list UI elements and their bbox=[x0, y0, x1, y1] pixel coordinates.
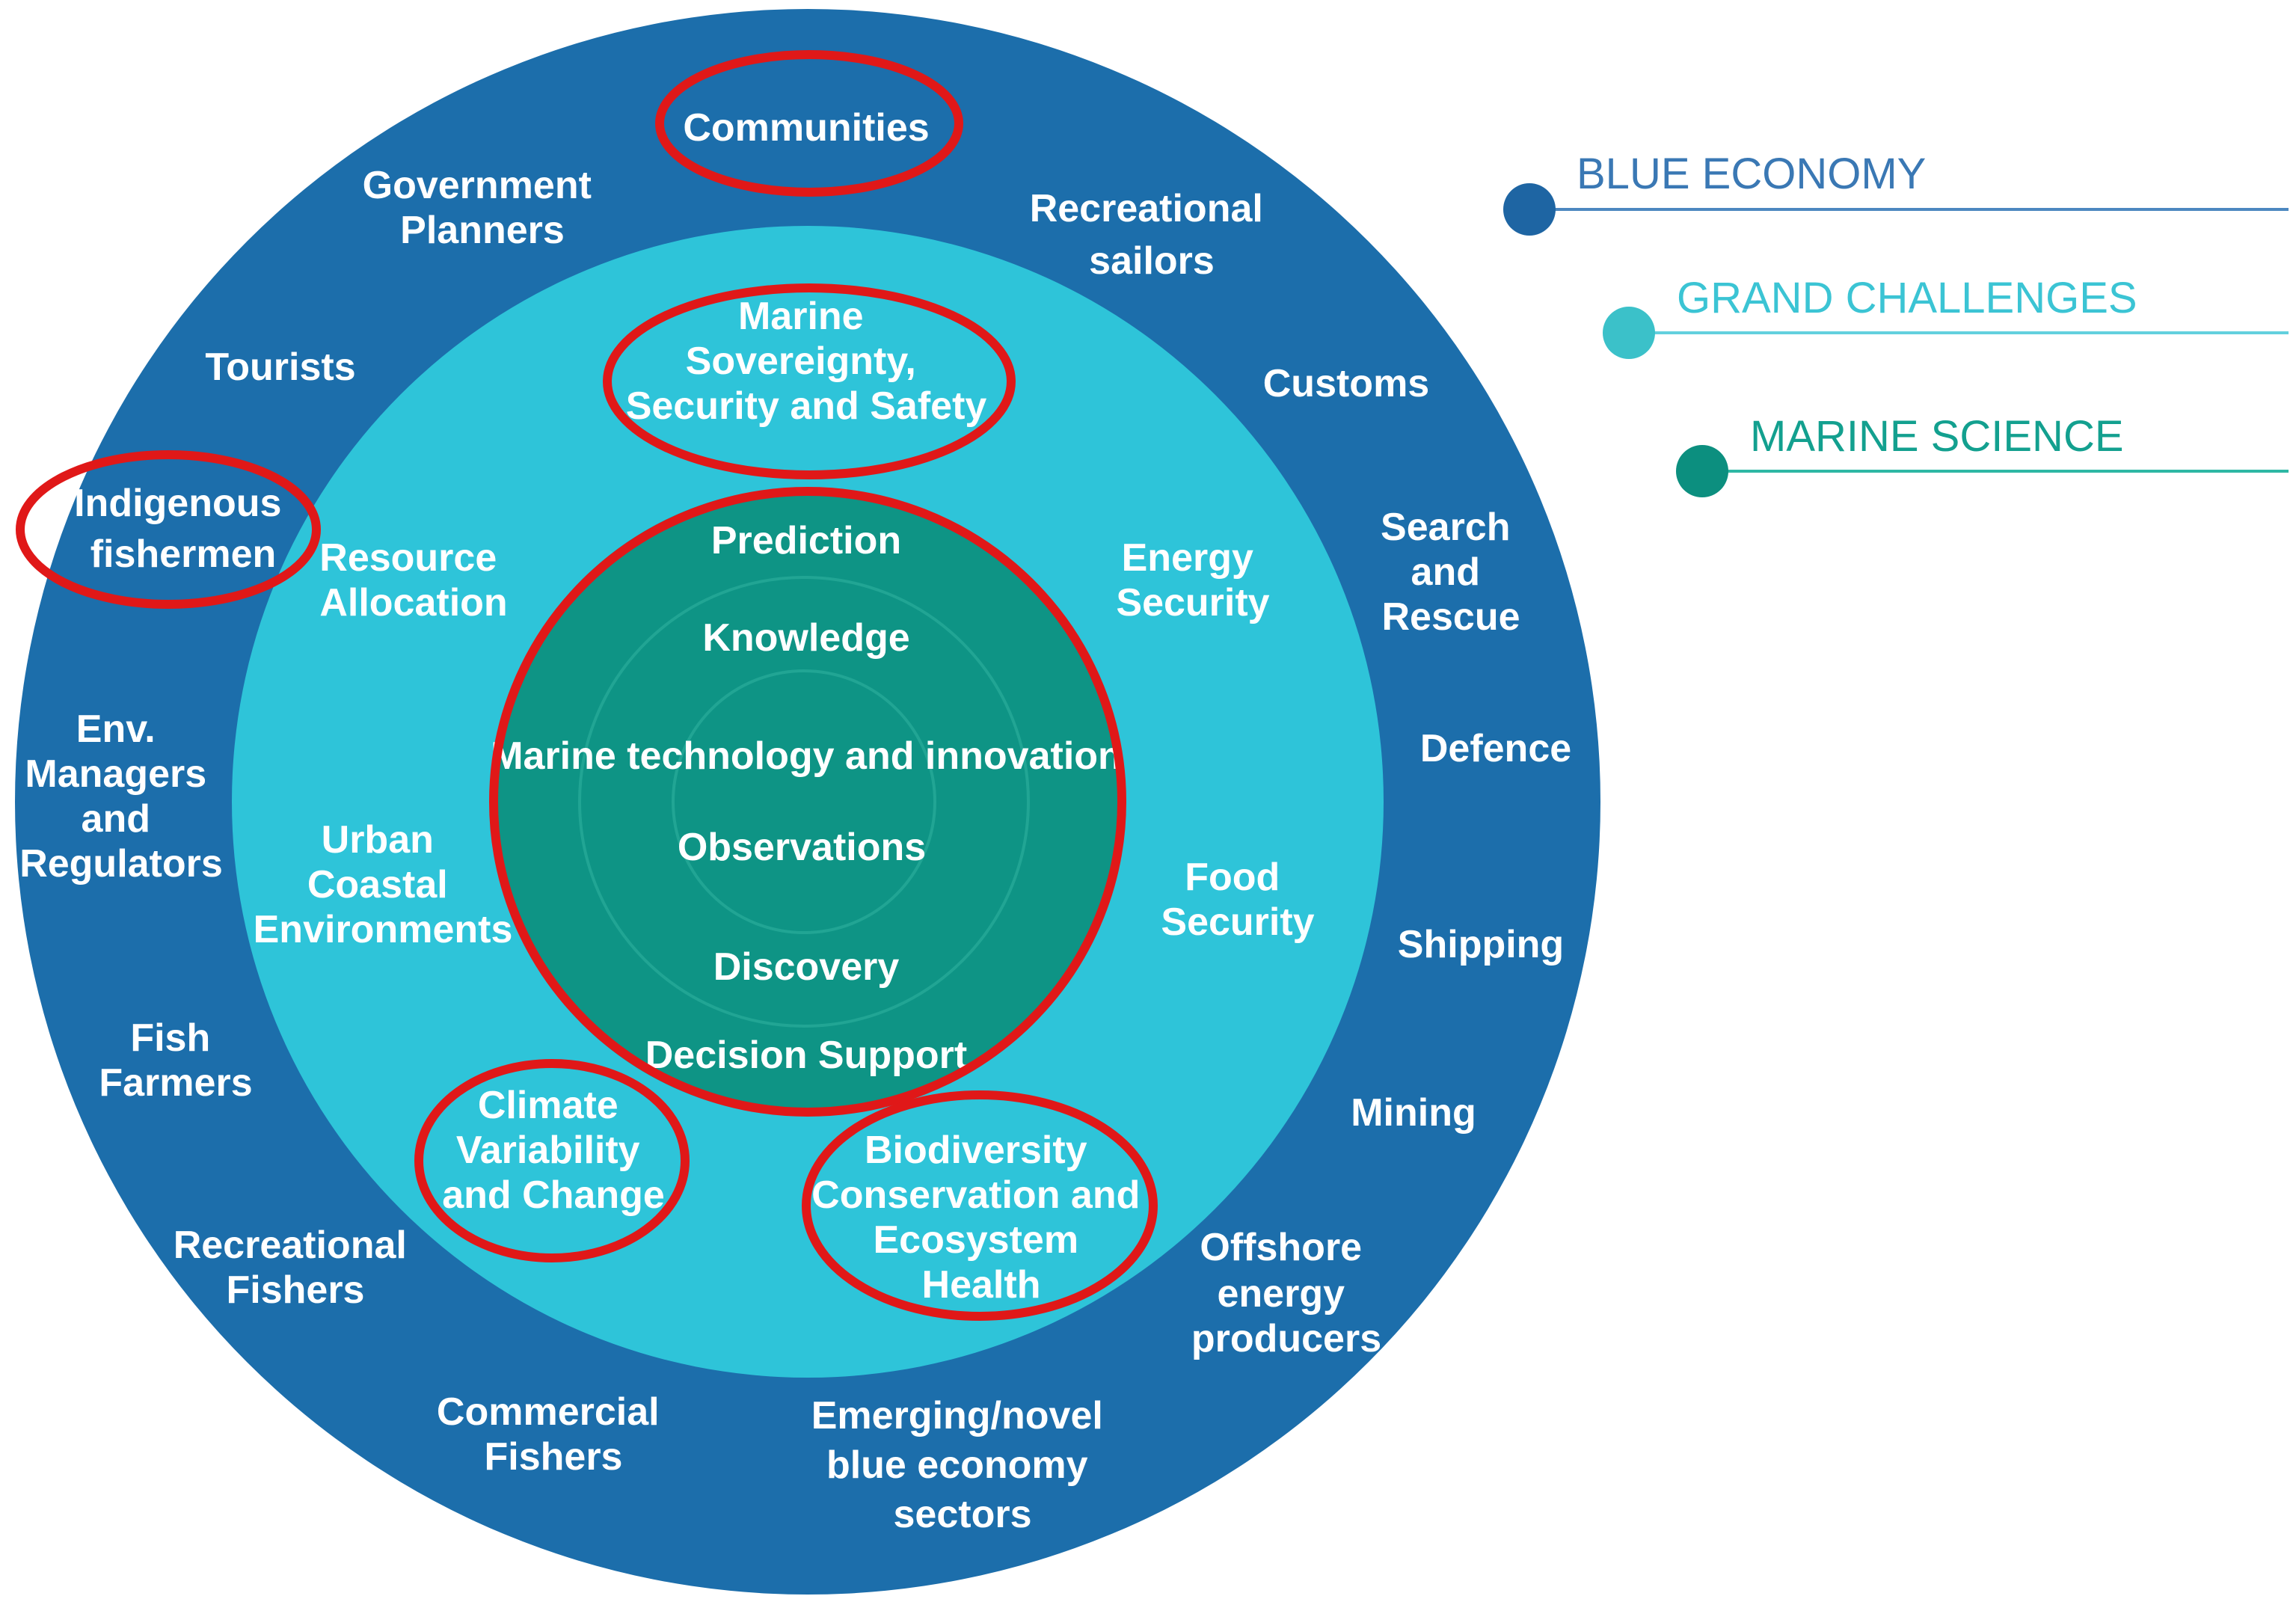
marine-science-labels: Prediction Knowledge Marine technology a… bbox=[491, 519, 1122, 1077]
label-government-planners: Government Planners bbox=[363, 164, 603, 252]
marine-science-core bbox=[490, 488, 1118, 1116]
label-customs: Customs bbox=[1263, 362, 1429, 405]
label-shipping: Shipping bbox=[1398, 923, 1564, 966]
grand-challenges-labels: Marine Sovereignty, Security and Safety … bbox=[254, 295, 1315, 1307]
label-emerging-sectors: Emerging/novel blue economy sectors bbox=[811, 1394, 1114, 1536]
highlight-marine-sovereignty bbox=[603, 283, 1016, 479]
legend-label-blue-economy: BLUE ECONOMY bbox=[1577, 150, 1926, 198]
highlight-communities bbox=[655, 50, 963, 197]
legend-dot-blue-economy bbox=[1503, 183, 1556, 236]
core-inner-ring-2 bbox=[672, 669, 936, 934]
legend-dot-marine-science bbox=[1676, 445, 1728, 497]
label-urban-coastal: Urban Coastal Environments bbox=[254, 818, 513, 951]
highlight-climate-variability bbox=[414, 1059, 690, 1262]
core-inner-ring-1 bbox=[578, 576, 1030, 1028]
label-search-and-rescue: Search and Rescue bbox=[1381, 506, 1521, 639]
legend-dot-grand-challenges bbox=[1603, 307, 1655, 359]
label-tourists: Tourists bbox=[205, 346, 355, 389]
label-biodiversity: Biodiversity Conservation and Ecosystem … bbox=[811, 1129, 1151, 1307]
label-recreational-fishers: Recreational Fishers bbox=[174, 1224, 418, 1312]
label-recreational-sailors: Recreational sailors bbox=[1030, 187, 1274, 283]
legend-label-marine-science: MARINE SCIENCE bbox=[1750, 412, 2124, 461]
label-communities: Communities bbox=[683, 106, 929, 150]
legend-item-grand-challenges: GRAND CHALLENGES bbox=[1603, 274, 2289, 359]
highlight-marine-science-core bbox=[489, 487, 1126, 1117]
highlight-ellipses bbox=[16, 50, 1158, 1321]
label-discovery: Discovery bbox=[713, 945, 900, 989]
label-knowledge: Knowledge bbox=[702, 616, 909, 660]
label-climate-variability: Climate Variability and Change bbox=[442, 1084, 665, 1217]
blue-economy-labels: Communities Government Planners Recreati… bbox=[19, 106, 1571, 1536]
highlight-biodiversity bbox=[802, 1090, 1158, 1321]
label-offshore-energy: Offshore energy producers bbox=[1191, 1226, 1381, 1360]
label-env-managers: Env. Managers and Regulators bbox=[19, 708, 223, 886]
highlight-indigenous-fishermen bbox=[16, 450, 321, 609]
label-commercial-fishers: Commercial Fishers bbox=[437, 1390, 670, 1479]
legend-label-grand-challenges: GRAND CHALLENGES bbox=[1677, 274, 2137, 322]
label-energy-security: Energy Security bbox=[1116, 536, 1269, 624]
label-indigenous-fishermen: Indigenous fishermen bbox=[74, 482, 292, 576]
label-mining: Mining bbox=[1351, 1091, 1476, 1135]
label-defence: Defence bbox=[1420, 727, 1571, 770]
label-marine-tech: Marine technology and innovation bbox=[491, 734, 1122, 778]
label-marine-sovereignty: Marine Sovereignty, Security and Safety bbox=[626, 295, 987, 428]
label-decision-support: Decision Support bbox=[645, 1034, 967, 1077]
label-food-security: Food Security bbox=[1161, 856, 1314, 944]
label-observations: Observations bbox=[678, 826, 926, 869]
legend: BLUE ECONOMY GRAND CHALLENGES MARINE SCI… bbox=[1503, 150, 2289, 497]
legend-item-marine-science: MARINE SCIENCE bbox=[1676, 412, 2289, 497]
label-fish-farmers: Fish Farmers bbox=[99, 1016, 252, 1105]
legend-item-blue-economy: BLUE ECONOMY bbox=[1503, 150, 2289, 236]
label-prediction: Prediction bbox=[711, 519, 901, 562]
label-resource-allocation: Resource Allocation bbox=[319, 536, 507, 624]
